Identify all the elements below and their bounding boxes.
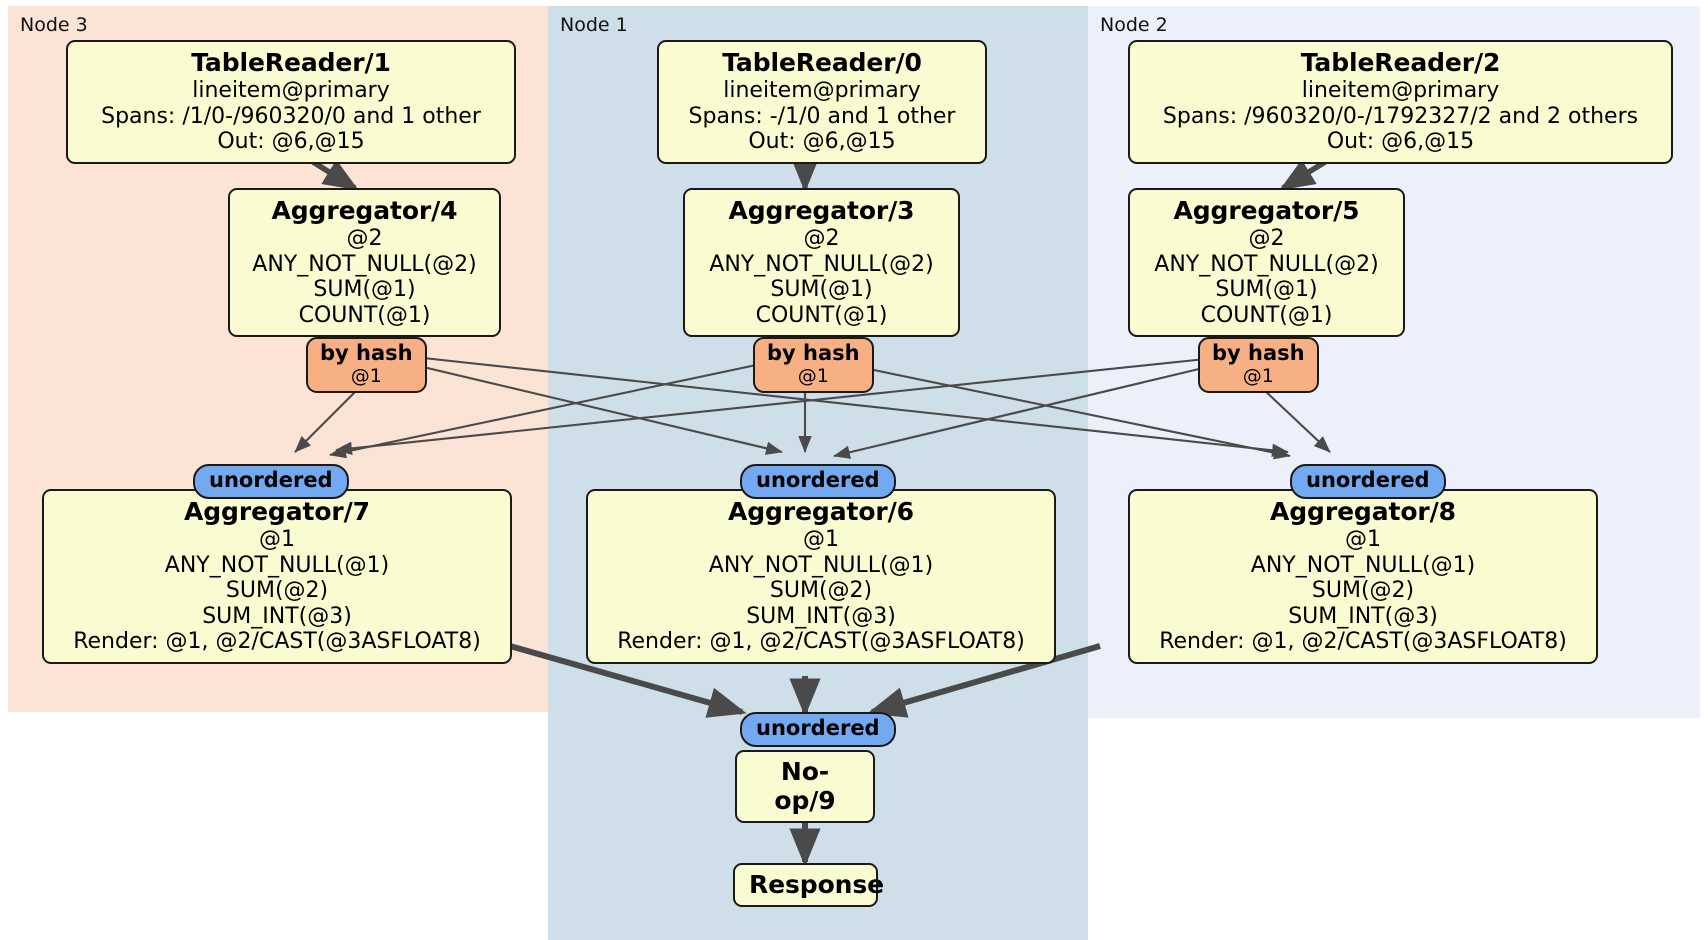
- processor-line: Spans: -/1/0 and 1 other: [688, 103, 956, 129]
- processor-line: SUM_INT(@3): [746, 603, 896, 629]
- unordered-label: unordered: [1306, 468, 1430, 492]
- processor-line: Out: @6,@15: [1326, 129, 1475, 155]
- processor-aggregator-6[interactable]: Aggregator/6 @1 ANY_NOT_NULL(@1) SUM(@2)…: [586, 489, 1056, 664]
- processor-table-reader-2[interactable]: TableReader/2 lineitem@primary Spans: /9…: [1128, 40, 1673, 164]
- processor-line: SUM_INT(@3): [1288, 603, 1438, 629]
- processor-response[interactable]: Response: [733, 863, 884, 907]
- processor-title: TableReader/0: [722, 48, 922, 77]
- node-panel-node3-label: Node 3: [20, 14, 88, 36]
- processor-line: SUM_INT(@3): [202, 603, 352, 629]
- processor-line: Out: @6,@15: [748, 129, 896, 155]
- processor-title: Aggregator/4: [271, 196, 458, 225]
- processor-aggregator-5[interactable]: Aggregator/5 @2 ANY_NOT_NULL(@2) SUM(@1)…: [1128, 188, 1405, 338]
- unordered-badge-left[interactable]: unordered: [193, 464, 349, 499]
- hash-router-column: @1: [350, 364, 382, 387]
- processor-line: SUM(@1): [313, 277, 416, 303]
- processor-line: Spans: /960320/0-/1792327/2 and 2 others: [1162, 103, 1639, 129]
- hash-router-badge-center[interactable]: by hash @1: [753, 337, 874, 393]
- processor-line: Render: @1, @2/CAST(@3ASFLOAT8): [1159, 629, 1567, 655]
- processor-title: Aggregator/3: [728, 196, 915, 225]
- processor-title: TableReader/2: [1300, 48, 1501, 77]
- processor-line: @2: [346, 226, 383, 251]
- processor-line: @2: [1248, 226, 1285, 251]
- hash-router-column: @1: [797, 364, 829, 387]
- processor-line: ANY_NOT_NULL(@2): [252, 251, 477, 277]
- processor-line: Render: @1, @2/CAST(@3ASFLOAT8): [617, 629, 1025, 655]
- processor-title: Aggregator/5: [1173, 196, 1360, 225]
- processor-title: Response: [749, 870, 884, 899]
- processor-line: Render: @1, @2/CAST(@3ASFLOAT8): [73, 629, 481, 655]
- processor-title: No-op/9: [774, 757, 836, 815]
- hash-router-label: by hash: [767, 341, 860, 365]
- unordered-label: unordered: [756, 716, 880, 740]
- processor-line: ANY_NOT_NULL(@2): [709, 251, 934, 277]
- processor-line: SUM(@2): [225, 578, 329, 604]
- processor-line: Spans: /1/0-/960320/0 and 1 other: [101, 103, 481, 129]
- processor-aggregator-3[interactable]: Aggregator/3 @2 ANY_NOT_NULL(@2) SUM(@1)…: [683, 188, 960, 338]
- processor-aggregator-4[interactable]: Aggregator/4 @2 ANY_NOT_NULL(@2) SUM(@1)…: [228, 188, 501, 338]
- processor-line: ANY_NOT_NULL(@1): [164, 552, 390, 578]
- processor-noop-9[interactable]: No-op/9: [735, 750, 875, 823]
- processor-line: COUNT(@1): [1200, 302, 1333, 328]
- processor-line: COUNT(@1): [755, 302, 888, 328]
- processor-line: ANY_NOT_NULL(@1): [1250, 552, 1476, 578]
- unordered-badge-final[interactable]: unordered: [740, 712, 896, 747]
- hash-router-badge-left[interactable]: by hash @1: [306, 337, 427, 393]
- processor-line: SUM(@1): [1215, 277, 1318, 303]
- processor-title: Aggregator/7: [184, 497, 370, 526]
- hash-router-column: @1: [1242, 364, 1274, 387]
- processor-line: @1: [803, 527, 839, 552]
- hash-router-label: by hash: [1212, 341, 1305, 365]
- node-panel-node2-label: Node 2: [1100, 14, 1168, 36]
- processor-line: @1: [259, 527, 295, 552]
- processor-title: TableReader/1: [191, 48, 391, 77]
- processor-line: ANY_NOT_NULL(@2): [1154, 251, 1379, 277]
- unordered-badge-right[interactable]: unordered: [1290, 464, 1446, 499]
- unordered-label: unordered: [756, 468, 880, 492]
- processor-aggregator-8[interactable]: Aggregator/8 @1 ANY_NOT_NULL(@1) SUM(@2)…: [1128, 489, 1598, 664]
- unordered-label: unordered: [209, 468, 333, 492]
- processor-line: SUM(@1): [770, 277, 873, 303]
- hash-router-label: by hash: [320, 341, 413, 365]
- processor-line: lineitem@primary: [1301, 78, 1500, 103]
- processor-aggregator-7[interactable]: Aggregator/7 @1 ANY_NOT_NULL(@1) SUM(@2)…: [42, 489, 512, 664]
- processor-line: ANY_NOT_NULL(@1): [708, 552, 934, 578]
- processor-line: COUNT(@1): [298, 302, 431, 328]
- processor-title: Aggregator/8: [1270, 497, 1456, 526]
- processor-line: lineitem@primary: [723, 78, 921, 103]
- processor-line: SUM(@2): [1311, 578, 1415, 604]
- processor-table-reader-0[interactable]: TableReader/0 lineitem@primary Spans: -/…: [657, 40, 987, 164]
- processor-line: @1: [1345, 527, 1381, 552]
- hash-router-badge-right[interactable]: by hash @1: [1198, 337, 1319, 393]
- processor-title: Aggregator/6: [728, 497, 914, 526]
- unordered-badge-center[interactable]: unordered: [740, 464, 896, 499]
- processor-line: @2: [803, 226, 840, 251]
- node-panel-node1-label: Node 1: [560, 14, 628, 36]
- processor-table-reader-1[interactable]: TableReader/1 lineitem@primary Spans: /1…: [66, 40, 516, 164]
- processor-line: SUM(@2): [769, 578, 873, 604]
- processor-line: Out: @6,@15: [217, 129, 365, 155]
- processor-line: lineitem@primary: [192, 78, 390, 103]
